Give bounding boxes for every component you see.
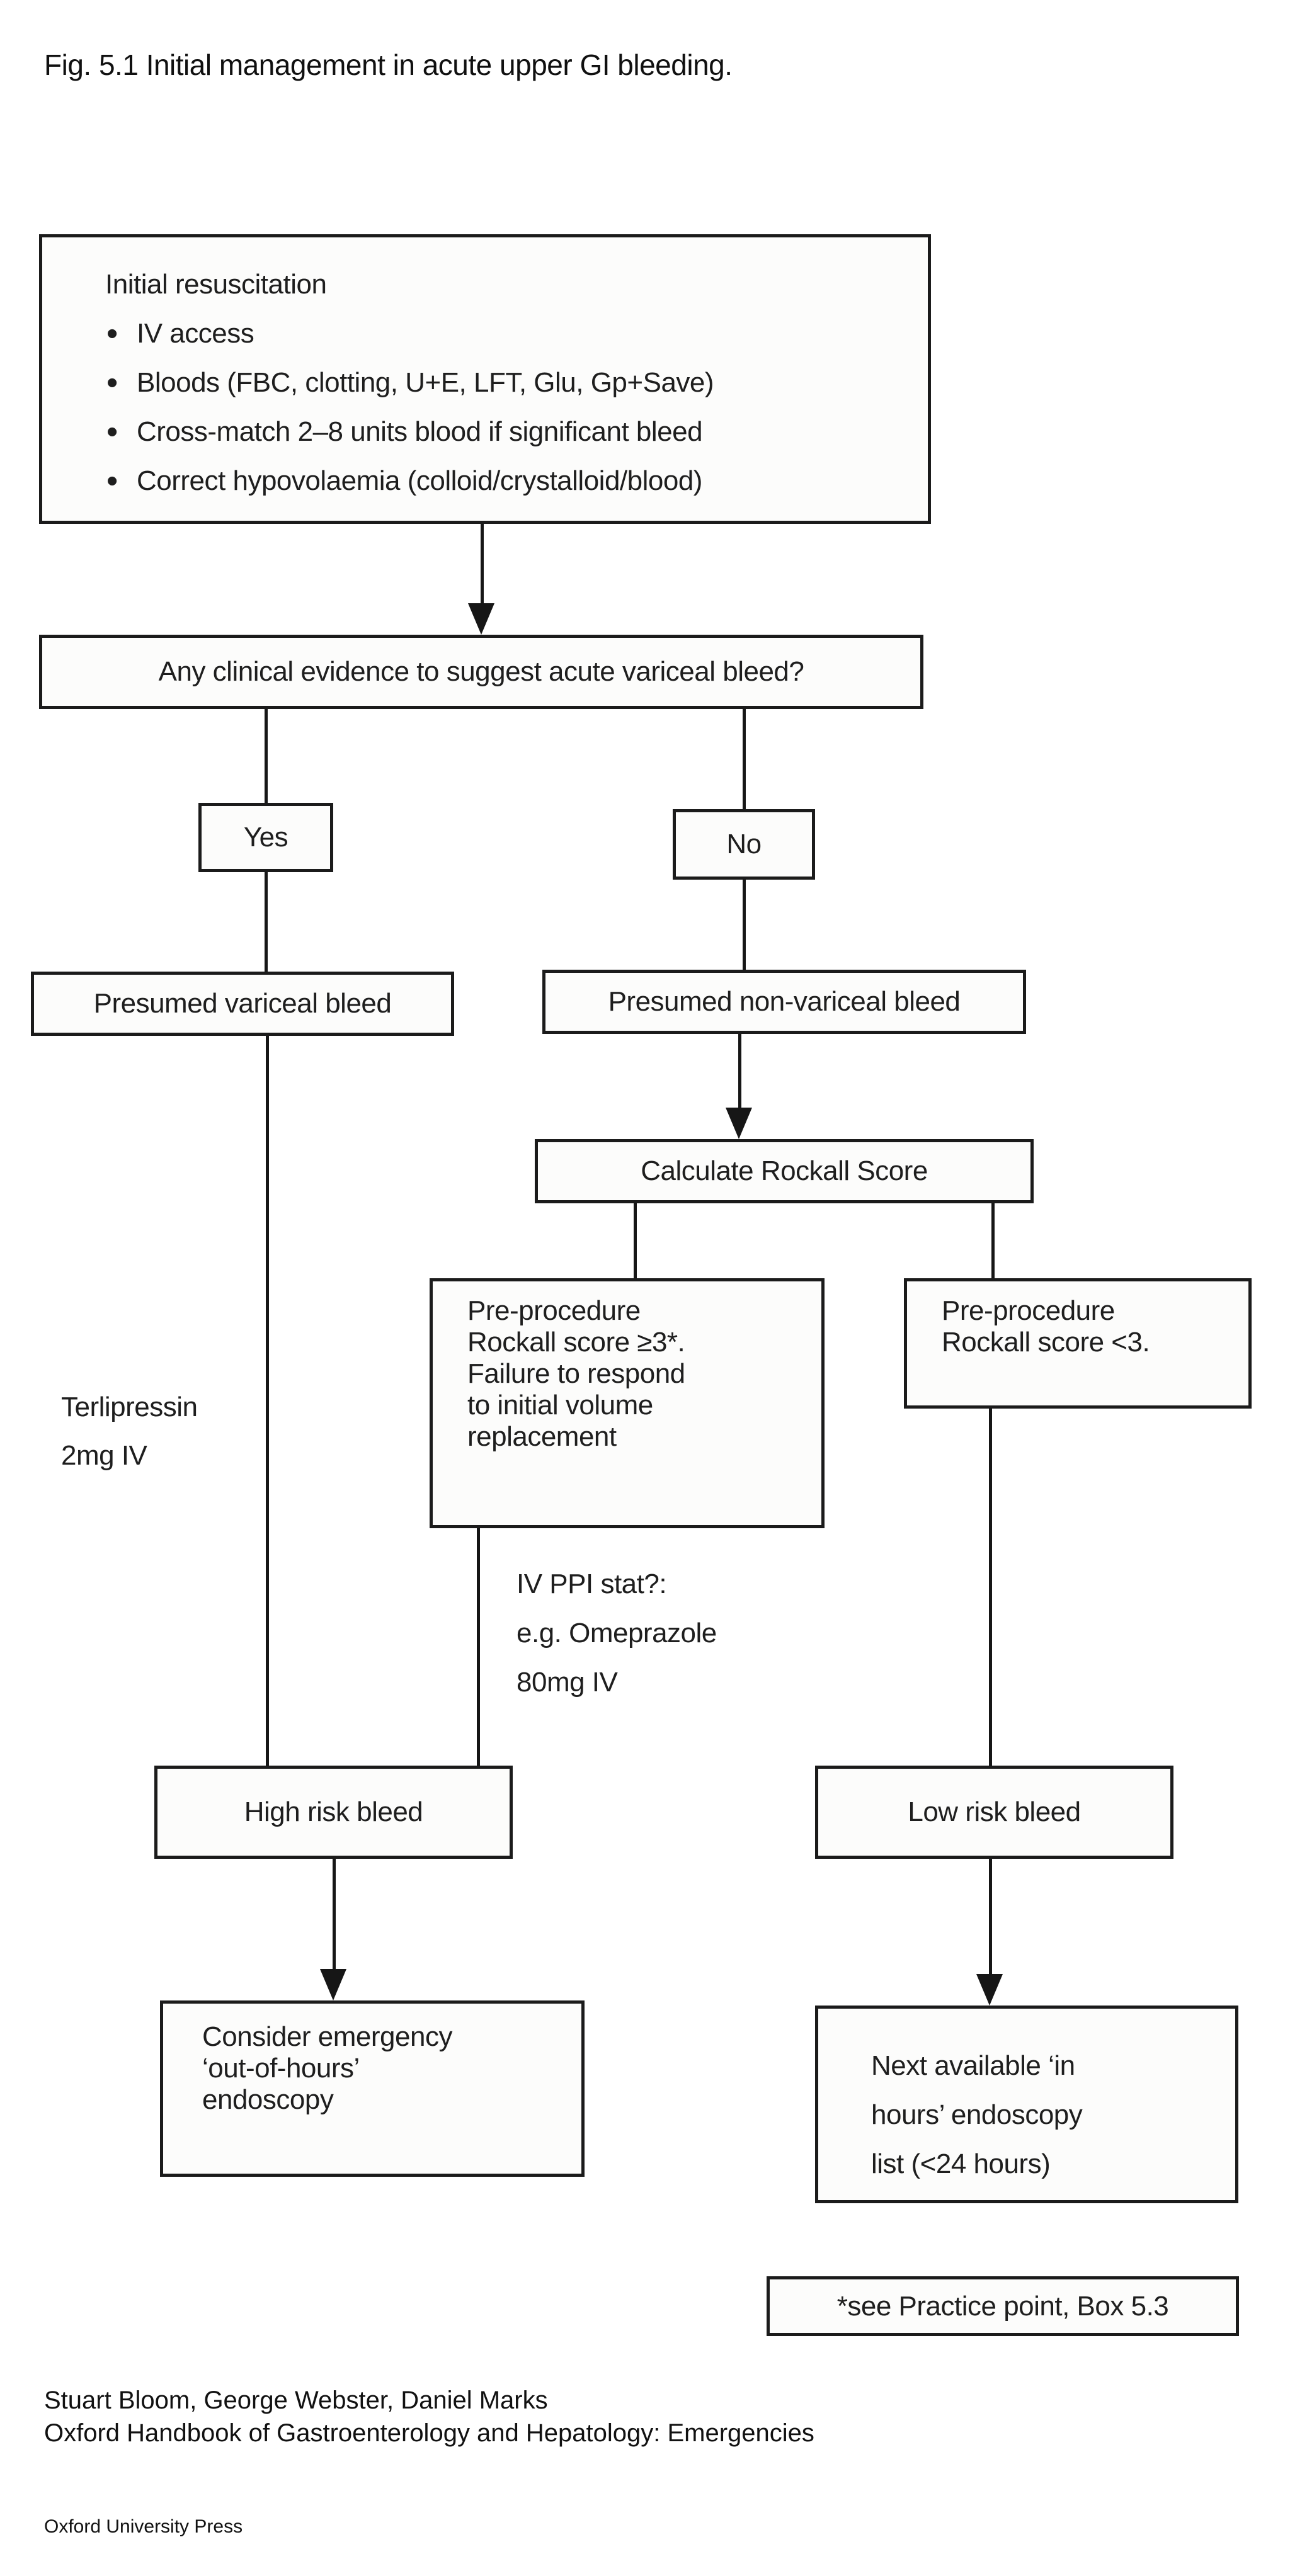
node-calculate-rockall-score: Calculate Rockall Score xyxy=(535,1139,1034,1203)
resuscitation-bullet-2: Bloods (FBC, clotting, U+E, LFT, Glu, Gp… xyxy=(42,358,928,407)
resuscitation-bullet-1: IV access xyxy=(42,309,928,358)
arrowhead-nonvariceal-to-rockall xyxy=(726,1108,752,1139)
node-rockall-high: Pre-procedure Rockall score ≥3*. Failure… xyxy=(430,1278,825,1528)
connector-question-to-no xyxy=(743,709,746,809)
node-low-risk-bleed: Low risk bleed xyxy=(815,1766,1173,1859)
connector-rockall-high-to-high-risk xyxy=(477,1528,480,1766)
node-no: No xyxy=(673,809,815,880)
node-high-risk-bleed: High risk bleed xyxy=(154,1766,513,1859)
arrowhead-high-risk-to-emergency xyxy=(320,1969,346,2000)
node-presumed-non-variceal: Presumed non-variceal bleed xyxy=(542,970,1026,1034)
note-terlipressin: Terlipressin 2mg IV xyxy=(61,1392,198,1471)
node-initial-resuscitation: Initial resuscitation IV access Bloods (… xyxy=(39,234,931,524)
connector-low-risk-to-in-hours xyxy=(989,1859,992,1976)
connector-high-risk-to-emergency xyxy=(333,1859,336,1971)
resuscitation-bullet-4: Correct hypovolaemia (colloid/crystalloi… xyxy=(42,457,928,506)
note-iv-ppi: IV PPI stat?: e.g. Omeprazole 80mg IV xyxy=(517,1569,717,1698)
connector-question-to-yes xyxy=(265,709,268,803)
node-rockall-low: Pre-procedure Rockall score <3. xyxy=(904,1278,1252,1409)
node-emergency-endoscopy: Consider emergency ‘out-of-hours’ endosc… xyxy=(160,2000,585,2177)
resuscitation-heading: Initial resuscitation xyxy=(105,269,327,300)
connector-no-to-nonvariceal xyxy=(743,880,746,970)
resuscitation-bullet-3: Cross-match 2–8 units blood if significa… xyxy=(42,407,928,457)
node-footnote: *see Practice point, Box 5.3 xyxy=(767,2276,1239,2336)
arrowhead-resus-to-question xyxy=(468,603,494,635)
arrowhead-low-risk-to-in-hours xyxy=(976,1974,1003,2006)
connector-variceal-to-high-risk xyxy=(266,1036,269,1766)
connector-resus-to-question xyxy=(481,524,484,606)
connector-rockall-low-to-low-risk xyxy=(989,1409,992,1766)
node-yes: Yes xyxy=(198,803,333,872)
connector-rockall-to-low xyxy=(991,1203,995,1278)
figure-title: Fig. 5.1 Initial management in acute upp… xyxy=(44,48,733,81)
footer-authors: Stuart Bloom, George Webster, Daniel Mar… xyxy=(44,2386,814,2447)
node-variceal-question: Any clinical evidence to suggest acute v… xyxy=(39,635,923,709)
node-in-hours-endoscopy: Next available ‘in hours’ endoscopy list… xyxy=(815,2006,1238,2203)
footer-publisher: Oxford University Press xyxy=(44,2516,243,2537)
node-presumed-variceal: Presumed variceal bleed xyxy=(31,972,454,1036)
connector-nonvariceal-to-rockall xyxy=(738,1034,741,1111)
connector-yes-to-variceal xyxy=(265,872,268,972)
connector-rockall-to-high xyxy=(634,1203,637,1278)
